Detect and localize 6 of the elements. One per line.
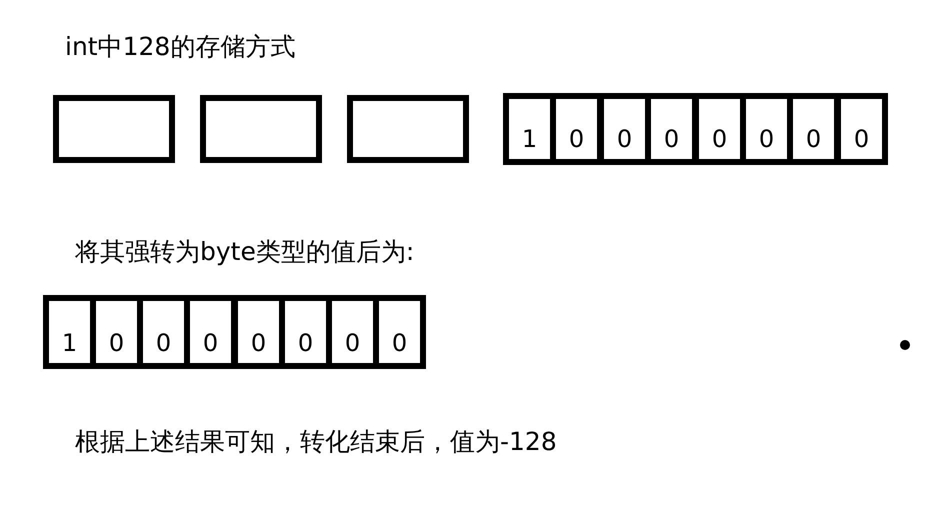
byte-box xyxy=(200,95,322,163)
caption-text: 根据上述结果可知，转化结束后，值为-128 xyxy=(75,426,557,458)
caption-text: int中128的存储方式 xyxy=(65,31,296,63)
byte-box xyxy=(53,95,175,163)
caption-text: 将其强转为byte类型的值后为: xyxy=(75,236,414,268)
byte-box xyxy=(347,95,469,163)
